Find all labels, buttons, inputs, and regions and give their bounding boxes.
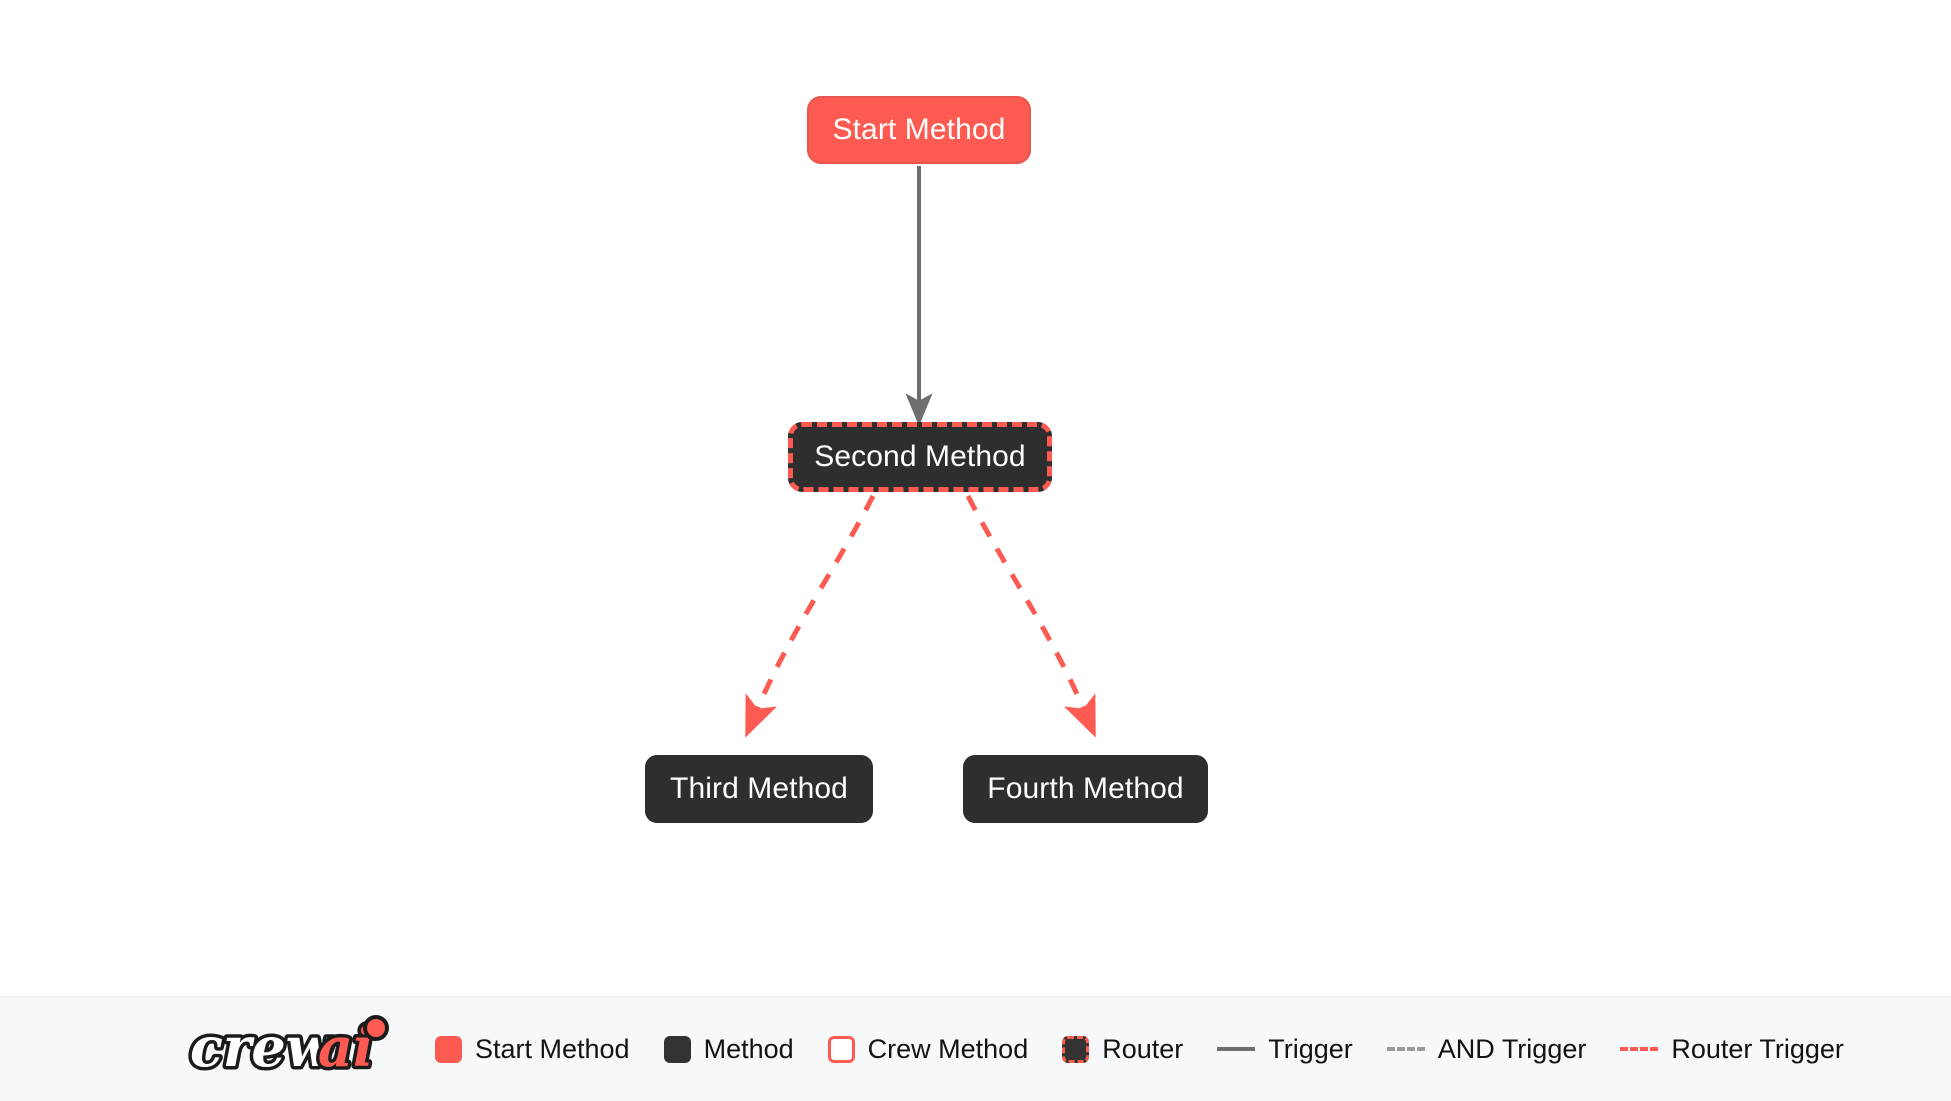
flow-node-label: Start Method (832, 113, 1006, 146)
flow-node-label: Third Method (670, 772, 848, 805)
flow-node-fourth-method[interactable]: Fourth Method (963, 755, 1208, 823)
flow-node-second-method[interactable]: Second Method (788, 422, 1052, 492)
legend-item-label: Start Method (475, 1033, 630, 1064)
legend-item-and-trigger[interactable]: AND Trigger (1386, 1033, 1587, 1065)
crewai-logo-crew: crew (190, 1015, 335, 1079)
edge-second-to-third (745, 494, 876, 738)
legend-items: Start Method Method Crew Method Router T… (435, 1034, 1844, 1065)
legend-item-router-trigger[interactable]: Router Trigger (1620, 1034, 1844, 1065)
legend-item-crew-method[interactable]: Crew Method (827, 1033, 1029, 1065)
crewai-logo: crew ai (186, 1012, 401, 1084)
legend-bar: crew ai Start Method Method Crew Method … (0, 996, 1951, 1101)
crewai-logo-ai: ai (318, 1015, 374, 1079)
legend-item-label: Method (703, 1033, 794, 1064)
legend-item-label: Trigger (1268, 1033, 1353, 1064)
crew-method-swatch-icon (827, 1035, 855, 1063)
start-method-swatch-icon (435, 1035, 462, 1063)
legend-item-trigger[interactable]: Trigger (1217, 1034, 1353, 1065)
flow-node-label: Fourth Method (987, 772, 1184, 805)
router-trigger-line-icon (1620, 1047, 1659, 1051)
router-swatch-icon (1062, 1035, 1090, 1063)
flow-node-label: Second Method (814, 440, 1026, 473)
method-swatch-icon (663, 1035, 691, 1063)
and-trigger-line-icon (1386, 1047, 1425, 1051)
legend-item-start-method[interactable]: Start Method (435, 1034, 630, 1065)
flow-node-third-method[interactable]: Third Method (645, 755, 873, 823)
edge-second-to-fourth (965, 494, 1096, 738)
legend-item-label: AND Trigger (1437, 1033, 1587, 1064)
flow-diagram-canvas[interactable]: Start Method Second Method Third Method … (0, 0, 1951, 996)
legend-item-label: Crew Method (867, 1033, 1029, 1064)
crewai-logo-dot (363, 1015, 389, 1041)
legend-item-method[interactable]: Method (663, 1033, 794, 1065)
legend-item-label: Router (1102, 1033, 1184, 1064)
trigger-line-icon (1217, 1047, 1256, 1051)
flow-node-start-method[interactable]: Start Method (807, 96, 1031, 164)
legend-item-label: Router Trigger (1671, 1033, 1844, 1064)
legend-item-router[interactable]: Router (1062, 1034, 1183, 1065)
